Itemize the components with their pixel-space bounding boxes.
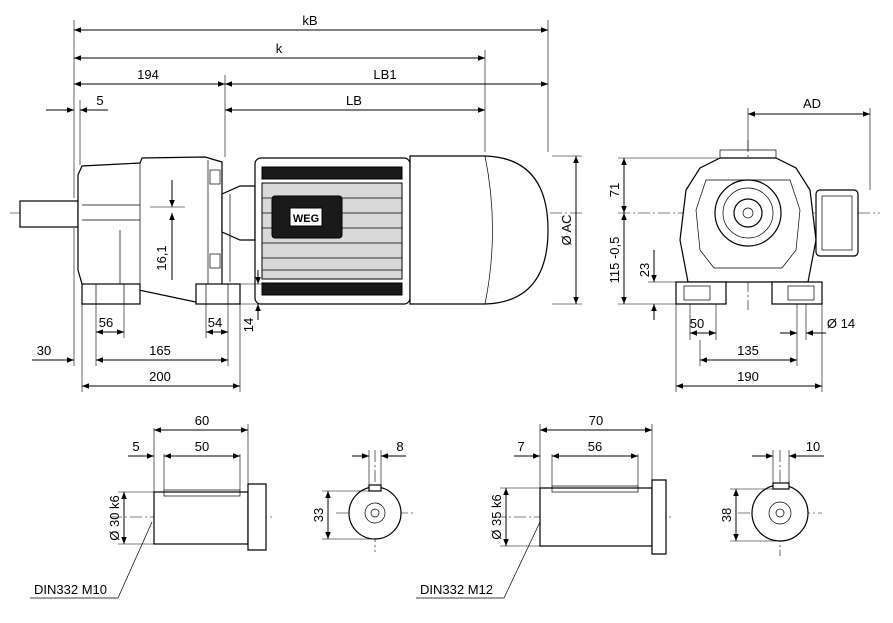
front-foot-left [675,281,727,305]
dim-5: 5 [96,93,103,108]
s2-dim-70: 70 [589,413,603,428]
dim-23: 23 [637,263,652,277]
dim-30: 30 [37,343,51,358]
dim-56: 56 [99,315,113,330]
gearbox-foot-left [81,283,141,305]
output-shaft [19,200,79,228]
s1-dim-5: 5 [132,439,139,454]
dim-190: 190 [737,369,759,384]
front-terminal-box [815,189,859,257]
top-dimensions: kB k 194 LB1 5 LB [46,13,549,198]
front-view [618,140,880,310]
s2-dim-10: 10 [806,439,820,454]
dim-16-1-group: 16,1 [150,180,185,280]
fan-cover [409,155,549,305]
shaft-end-1: 8 33 [311,439,414,552]
bottom-dimensions-side: 56 54 14 30 165 200 [32,228,266,392]
front-foot-right [771,281,823,305]
dim-200: 200 [149,369,171,384]
motor-flange [221,185,256,241]
dim-AC: Ø AC [559,214,574,245]
s2-dim-56: 56 [588,439,602,454]
weg-logo: WEG [293,213,319,225]
shaft-1 [153,491,249,545]
front-dimensions: AD 71 115 -0,5 23 50 Ø 14 135 190 [607,96,871,392]
s1-dim-33: 33 [311,508,326,522]
s2-dim-dia: Ø 35 k6 [489,494,504,540]
dim-kB: kB [302,13,317,28]
dim-AD: AD [803,96,821,111]
dim-k: k [276,41,283,56]
dim-194: 194 [137,67,159,82]
s2-din-label: DIN332 M12 [420,582,493,597]
s1-din-label: DIN332 M10 [34,582,107,597]
s1-dim-60: 60 [195,413,209,428]
dim-71: 71 [607,183,622,197]
shaft-end-2: 10 38 [719,439,824,556]
dim-50-front: 50 [690,316,704,331]
dim-LB: LB [346,93,362,108]
dim-dia14: Ø 14 [827,316,855,331]
dim-LB1: LB1 [373,67,396,82]
dim-165: 165 [149,343,171,358]
s1-dim-50: 50 [195,439,209,454]
s1-dim-8: 8 [396,439,403,454]
shaft-2 [539,487,653,547]
shaft-detail-1: 60 5 50 Ø 30 k6 DIN332 M10 [30,413,272,599]
ac-dimension: Ø AC [552,155,582,305]
dim-16-1: 16,1 [154,245,169,270]
dim-14: 14 [241,318,256,332]
dim-54: 54 [208,315,222,330]
gearbox-foot-right [195,283,241,305]
dim-115: 115 -0,5 [607,237,622,284]
s2-dim-7: 7 [517,439,524,454]
s1-dim-dia: Ø 30 k6 [107,495,122,541]
dim-135: 135 [737,343,759,358]
s2-dim-38: 38 [719,508,734,522]
shaft-detail-2: 70 7 56 Ø 35 k6 DIN332 M12 [416,413,672,599]
side-view: WEG [10,155,585,305]
gearbox-housing [77,156,223,305]
